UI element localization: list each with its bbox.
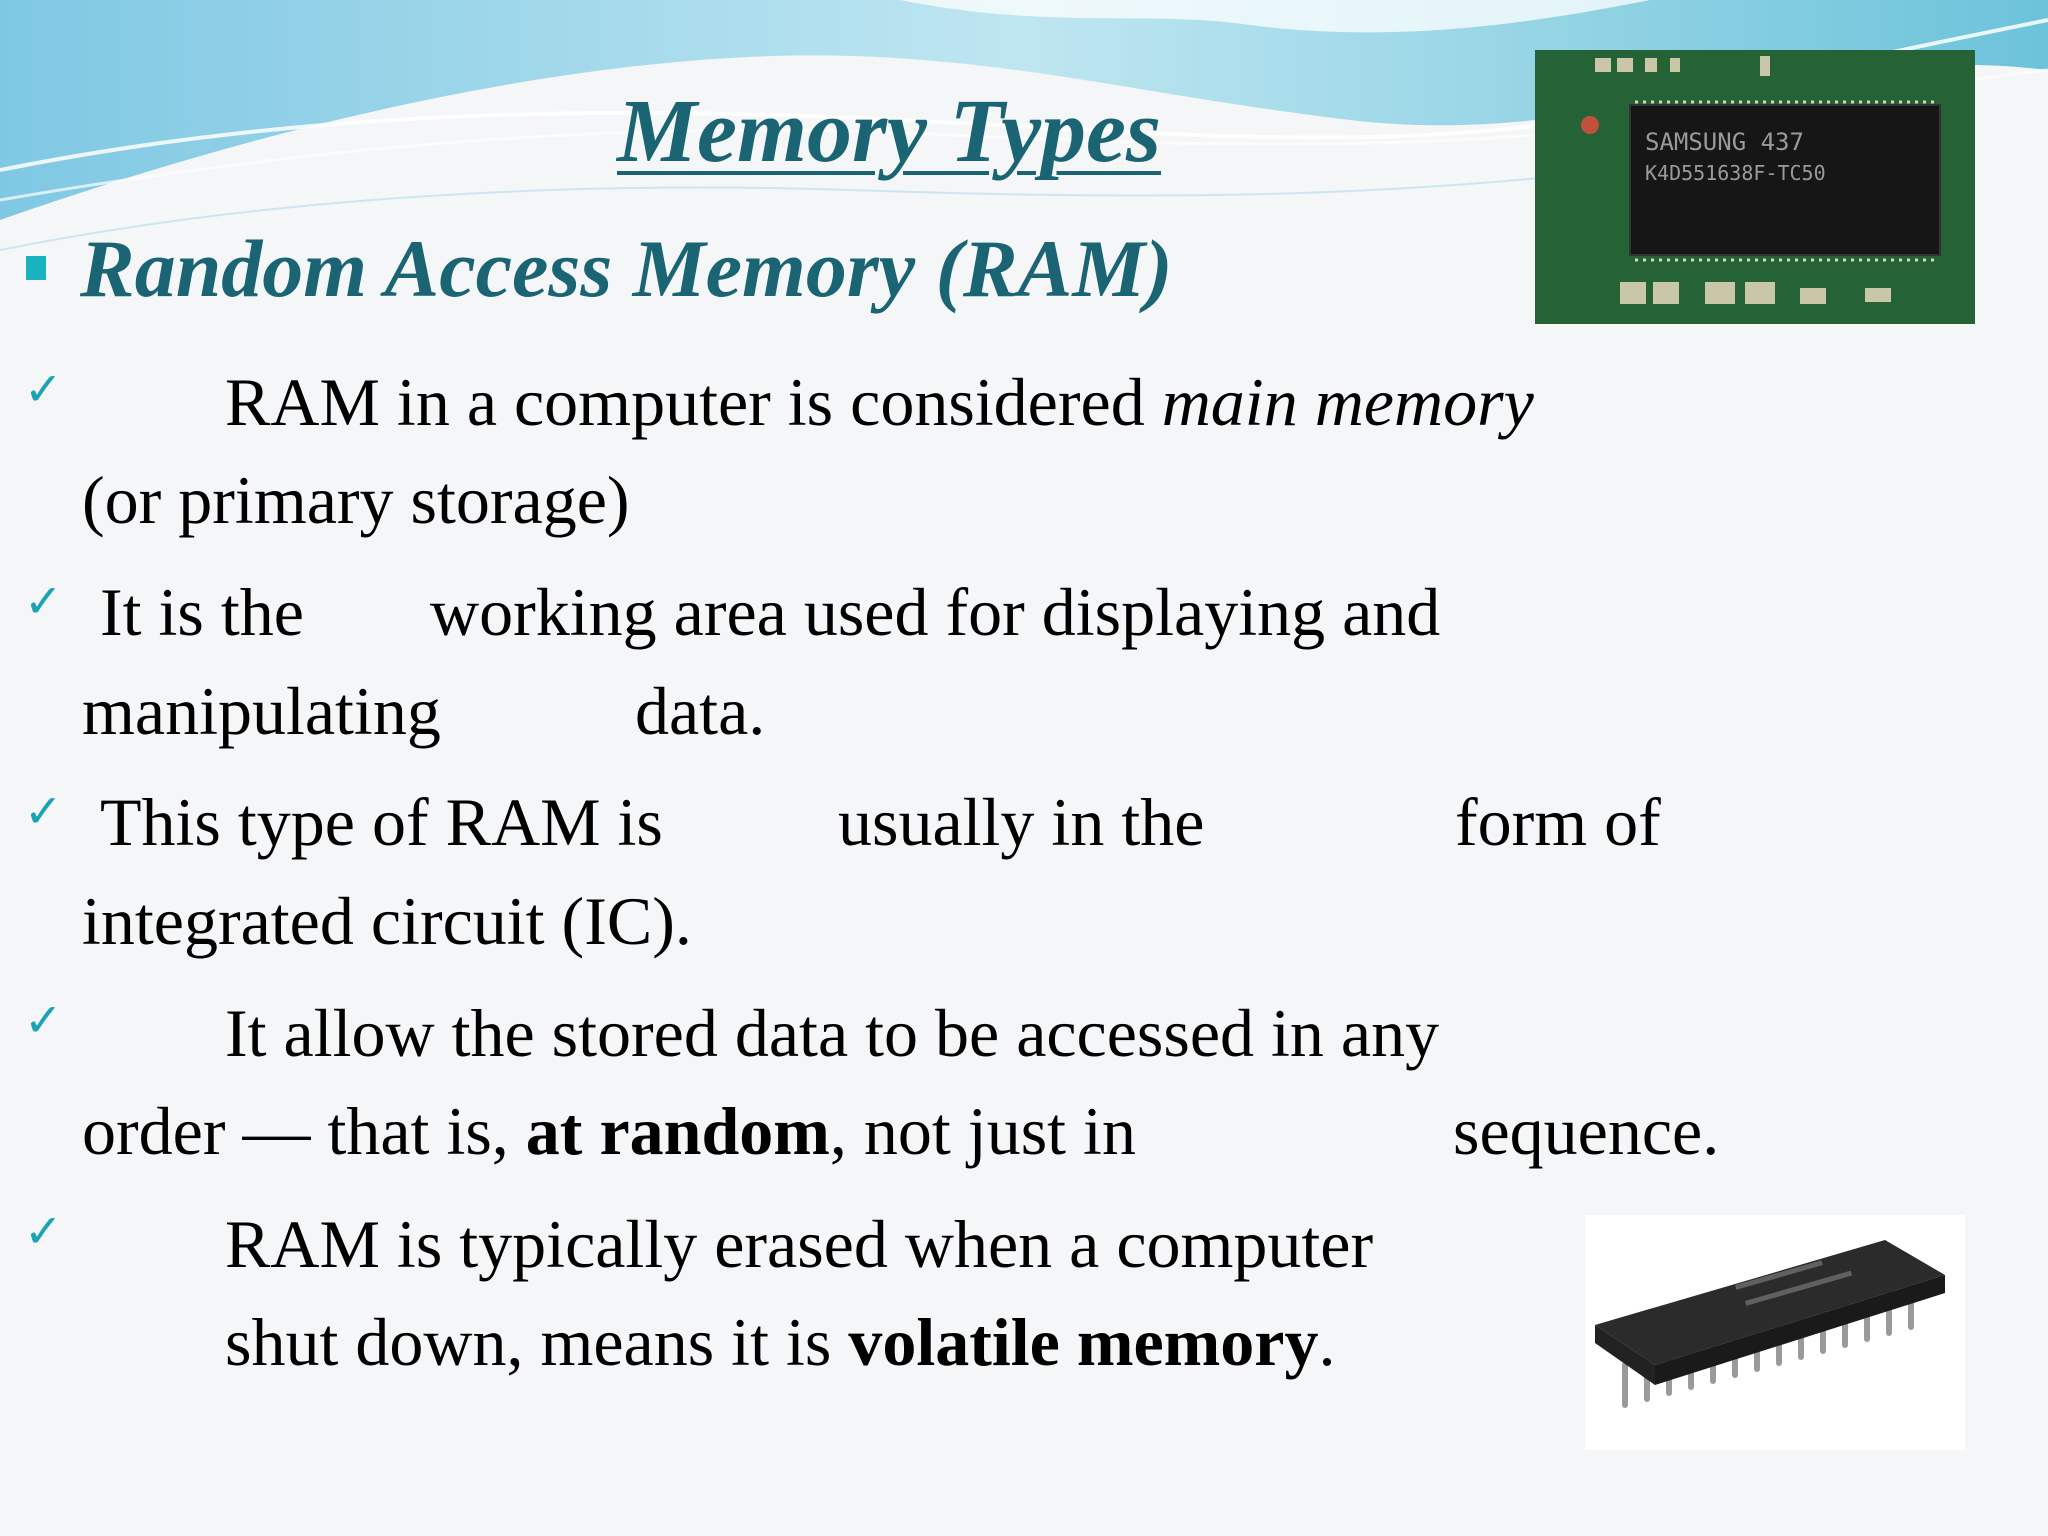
ram-chip-photo: SAMSUNG 437 K4D551638F-TC50 [1535, 50, 1975, 324]
ic-chip-photo [1585, 1215, 1965, 1450]
point-4-line-1: It allow the stored data to be accessed … [225, 995, 1440, 1071]
point-5-emphasis: volatile memory [848, 1304, 1319, 1380]
chip-brand-label: SAMSUNG 437 [1645, 128, 1804, 156]
point-1-line-1: RAM in a computer is considered main mem… [225, 368, 1534, 436]
point-2-line-1b: working area used for displaying and [430, 574, 1441, 650]
point-4-line-2: order — that is, at random, not just in [82, 1097, 1136, 1165]
point-4-line-2d: sequence. [1453, 1093, 1720, 1169]
point-4-text: order — that is, [82, 1093, 526, 1169]
section-heading: Random Access Memory (RAM) [80, 223, 1173, 314]
chip-part-label: K4D551638F-TC50 [1645, 161, 1826, 185]
point-5-line-1: RAM is typically erased when a computer [225, 1206, 1374, 1282]
point-2-line-2a: manipulating [82, 673, 441, 749]
point-5-text: shut down, means it is [225, 1304, 849, 1380]
point-3-line-2: integrated circuit (IC). [82, 883, 692, 959]
point-2-line-2b: data. [635, 673, 766, 749]
point-3-line-1c: form of [1455, 784, 1661, 860]
slide-title: Memory Types [617, 82, 1161, 181]
point-1-text: RAM in a computer is considered [225, 364, 1162, 440]
check-mark-icon: ✓ [24, 784, 63, 838]
check-mark-icon: ✓ [24, 362, 63, 416]
point-5-line-2: shut down, means it is volatile memory. [225, 1308, 1335, 1376]
point-4-emphasis: at random [525, 1093, 830, 1169]
point-1-line-2: (or primary storage) [82, 462, 630, 538]
check-mark-icon: ✓ [24, 1204, 63, 1258]
square-bullet-icon [26, 256, 46, 280]
point-5-text-end: . [1318, 1304, 1336, 1380]
point-4-text-end: , not just in [829, 1093, 1136, 1169]
point-2-line-1a: It is the [100, 574, 304, 650]
check-mark-icon: ✓ [24, 993, 63, 1047]
point-3-line-1a: This type of RAM is [100, 784, 663, 860]
point-1-emphasis: main memory [1161, 364, 1534, 440]
check-mark-icon: ✓ [24, 574, 63, 628]
point-3-line-1b: usually in the [838, 784, 1205, 860]
